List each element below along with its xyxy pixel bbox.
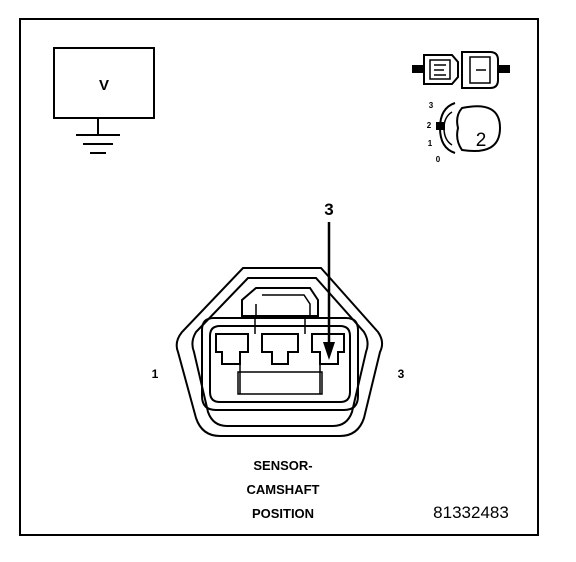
switch-scale-2: 2 [427,121,432,130]
switch-scale-1: 1 [428,139,433,148]
pin-label-left: 1 [152,367,159,381]
caption-line-3: POSITION [252,506,314,521]
switch-selected-position: 2 [476,130,487,151]
selector-switch-icon [436,102,502,154]
caption-line-2: CAMSHAFT [247,482,320,497]
connector-pair-icon [412,51,510,89]
switch-scale-0: 0 [436,155,441,164]
pin-label-right: 3 [398,367,405,381]
figure-id: 81332483 [433,503,509,522]
connector-face-icon [175,267,384,437]
callout-pin-number: 3 [324,200,333,219]
voltmeter-symbol: V [99,77,109,94]
voltmeter-icon [53,47,155,154]
callout-arrow-head [323,342,335,360]
caption-line-1: SENSOR- [253,458,312,473]
switch-scale-3: 3 [429,101,434,110]
